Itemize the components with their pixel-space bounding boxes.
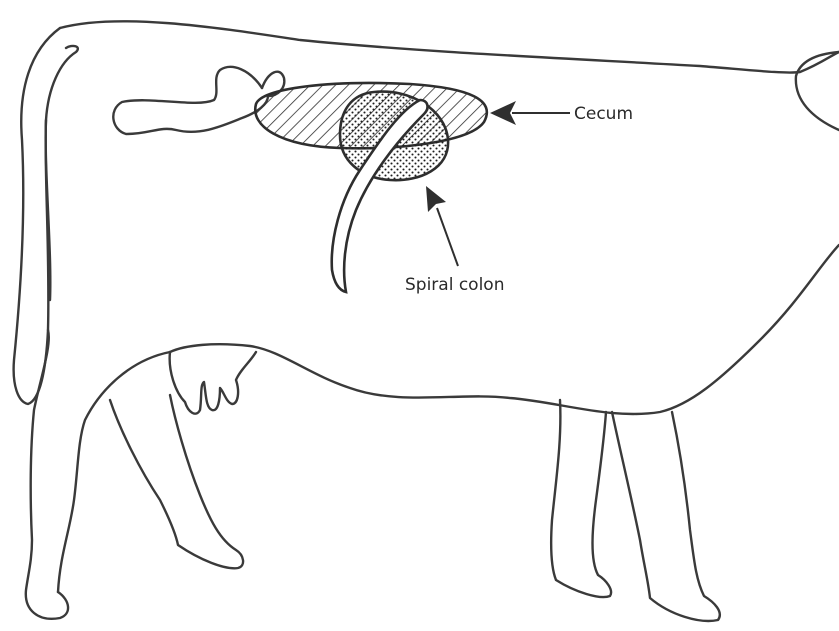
cow-body-outline bbox=[60, 21, 839, 414]
cow-front-leg-right bbox=[612, 412, 720, 621]
cow-front-leg-left bbox=[551, 400, 611, 597]
cow-hind-leg bbox=[58, 352, 243, 592]
cow-rump-line bbox=[26, 330, 68, 619]
spiral-colon-arrow-head bbox=[426, 186, 446, 212]
rumen-outline bbox=[113, 67, 268, 134]
spiral-colon-label: Spiral colon bbox=[405, 275, 505, 295]
cecum-label: Cecum bbox=[574, 104, 633, 124]
spiral-colon-arrow-line bbox=[437, 208, 458, 266]
cow-tail bbox=[14, 28, 78, 404]
cow-udder bbox=[170, 352, 256, 414]
